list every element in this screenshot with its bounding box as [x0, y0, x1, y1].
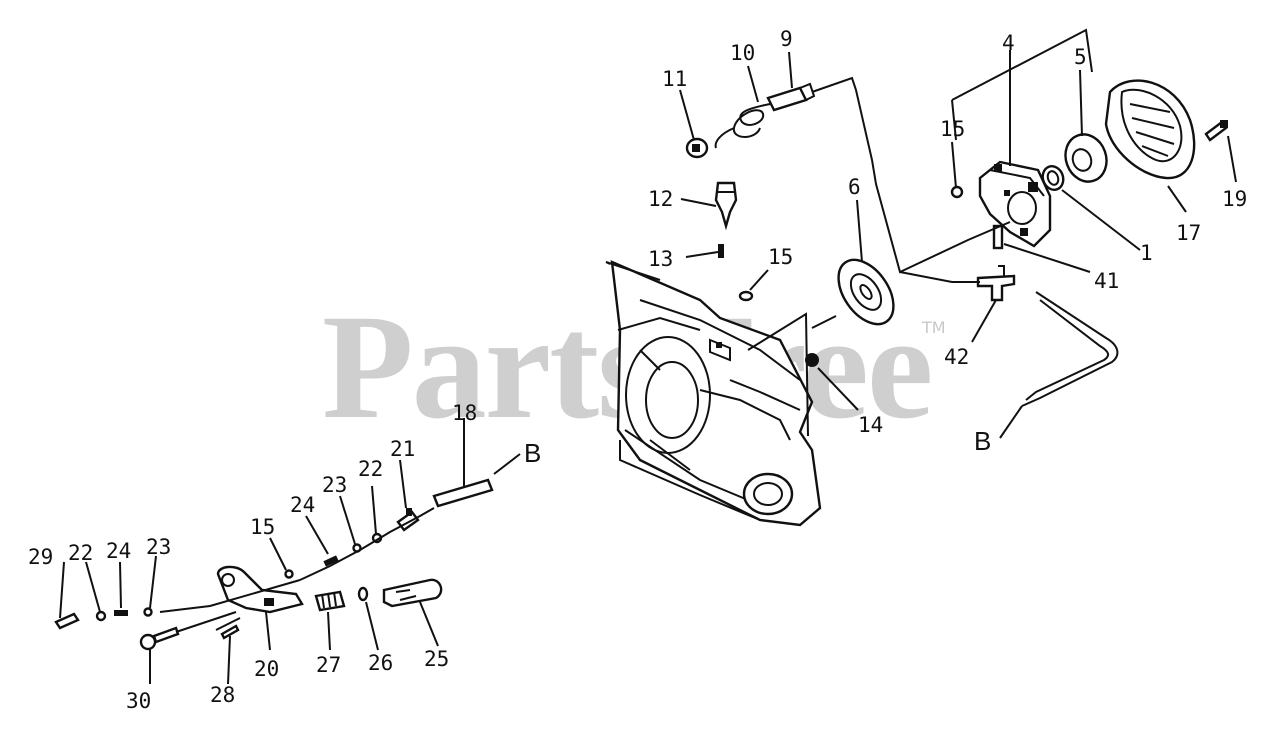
hose-b-right	[1021, 291, 1119, 407]
part-28-pin	[220, 624, 240, 640]
part-15-oring-b	[950, 185, 964, 199]
part-5-gear	[1064, 133, 1108, 183]
part-19-screw	[1204, 120, 1228, 142]
part-29-cap	[54, 612, 80, 630]
callout-13: 13	[648, 247, 674, 271]
callout-11: 11	[662, 67, 688, 91]
callout-15: 15	[768, 245, 794, 269]
part-30-bolt	[139, 626, 180, 651]
callout-25: 25	[424, 647, 450, 671]
part-10-coil-hose	[714, 103, 771, 149]
callout-21: 21	[390, 437, 416, 461]
callout-24: 24	[106, 539, 132, 563]
part-25-barrel	[382, 578, 443, 608]
part-9-fitting	[766, 82, 816, 112]
callout-26: 26	[368, 651, 394, 675]
part-42-tee	[976, 265, 1016, 302]
leader-lines	[59, 28, 1237, 685]
callout-4: 4	[1002, 31, 1015, 55]
part-27-spring	[314, 590, 346, 612]
crankcase-housing	[605, 260, 822, 527]
part-17-cover	[1104, 79, 1196, 180]
callout-12: 12	[648, 187, 674, 211]
part-11-knob	[685, 137, 709, 159]
part-18-tube	[432, 478, 494, 508]
callout-15: 15	[940, 117, 966, 141]
callout-24: 24	[290, 493, 316, 517]
callout-20: 20	[254, 657, 280, 681]
watermark-trademark: TM	[922, 318, 946, 337]
callout-42: 42	[944, 345, 970, 369]
callout-23: 23	[322, 473, 348, 497]
callout-19: 19	[1222, 187, 1248, 211]
callout-30: 30	[126, 689, 152, 713]
callout-23: 23	[146, 535, 172, 559]
part-24-spring-a	[323, 555, 339, 567]
part-24-spring-b	[114, 610, 128, 616]
callout-1: 1	[1140, 241, 1153, 265]
part-15-oring-c	[284, 569, 294, 579]
callout-29: 29	[28, 545, 54, 569]
callout-22: 22	[68, 541, 94, 565]
callout-18: 18	[452, 401, 478, 425]
callout-9: 9	[780, 27, 793, 51]
part-26-oring	[357, 586, 369, 602]
callout-27: 27	[316, 653, 342, 677]
part-41-tube	[992, 224, 1004, 250]
ref-b-right: B	[974, 426, 992, 456]
part-6-seal	[837, 258, 895, 326]
callout-17: 17	[1176, 221, 1202, 245]
callout-41: 41	[1094, 269, 1120, 293]
part-22-washer-b	[95, 610, 107, 622]
part-14-plug	[805, 353, 819, 367]
callout-5: 5	[1074, 45, 1087, 69]
callout-6: 6	[848, 175, 861, 199]
part-20-pump-body	[216, 565, 304, 614]
part-1-washer	[1041, 165, 1065, 191]
part-23-ball-b	[143, 607, 153, 617]
part-13-spring	[718, 244, 724, 258]
callout-22: 22	[358, 457, 384, 481]
callout-28: 28	[210, 683, 236, 707]
part-12-nozzle	[714, 181, 738, 231]
part-15-oring-a	[738, 290, 754, 302]
ref-b-left: B	[524, 438, 542, 468]
part-4-oil-pump	[978, 160, 1052, 248]
callout-10: 10	[730, 41, 756, 65]
callout-15: 15	[250, 515, 276, 539]
callout-14: 14	[858, 413, 884, 437]
